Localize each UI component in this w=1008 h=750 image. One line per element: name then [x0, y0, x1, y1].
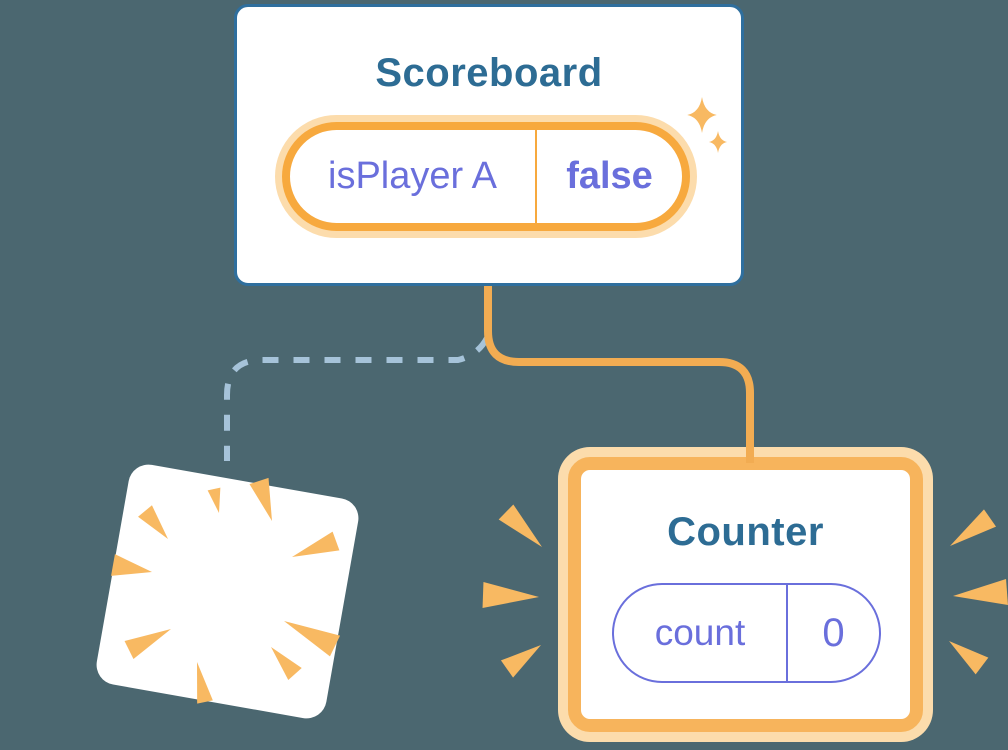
state-value-label: false — [566, 155, 653, 197]
state-value-label: 0 — [822, 610, 845, 655]
pill-divider — [786, 585, 788, 681]
connector-solid — [484, 286, 754, 463]
state-name-label: isPlayer A — [328, 155, 497, 197]
scoreboard-state-pill: isPlayer A false — [282, 122, 690, 231]
connector-dashed — [224, 336, 490, 461]
counter-component-card: Counter count 0 — [568, 457, 923, 732]
state-name-label: count — [654, 612, 746, 653]
counter-title: Counter — [667, 510, 824, 554]
pill-divider — [535, 130, 537, 223]
scoreboard-component-card: Scoreboard isPlayer A false — [234, 4, 744, 286]
counter-state-pill: count 0 — [612, 583, 881, 683]
scoreboard-title: Scoreboard — [375, 51, 603, 95]
removed-component-card — [93, 461, 362, 722]
